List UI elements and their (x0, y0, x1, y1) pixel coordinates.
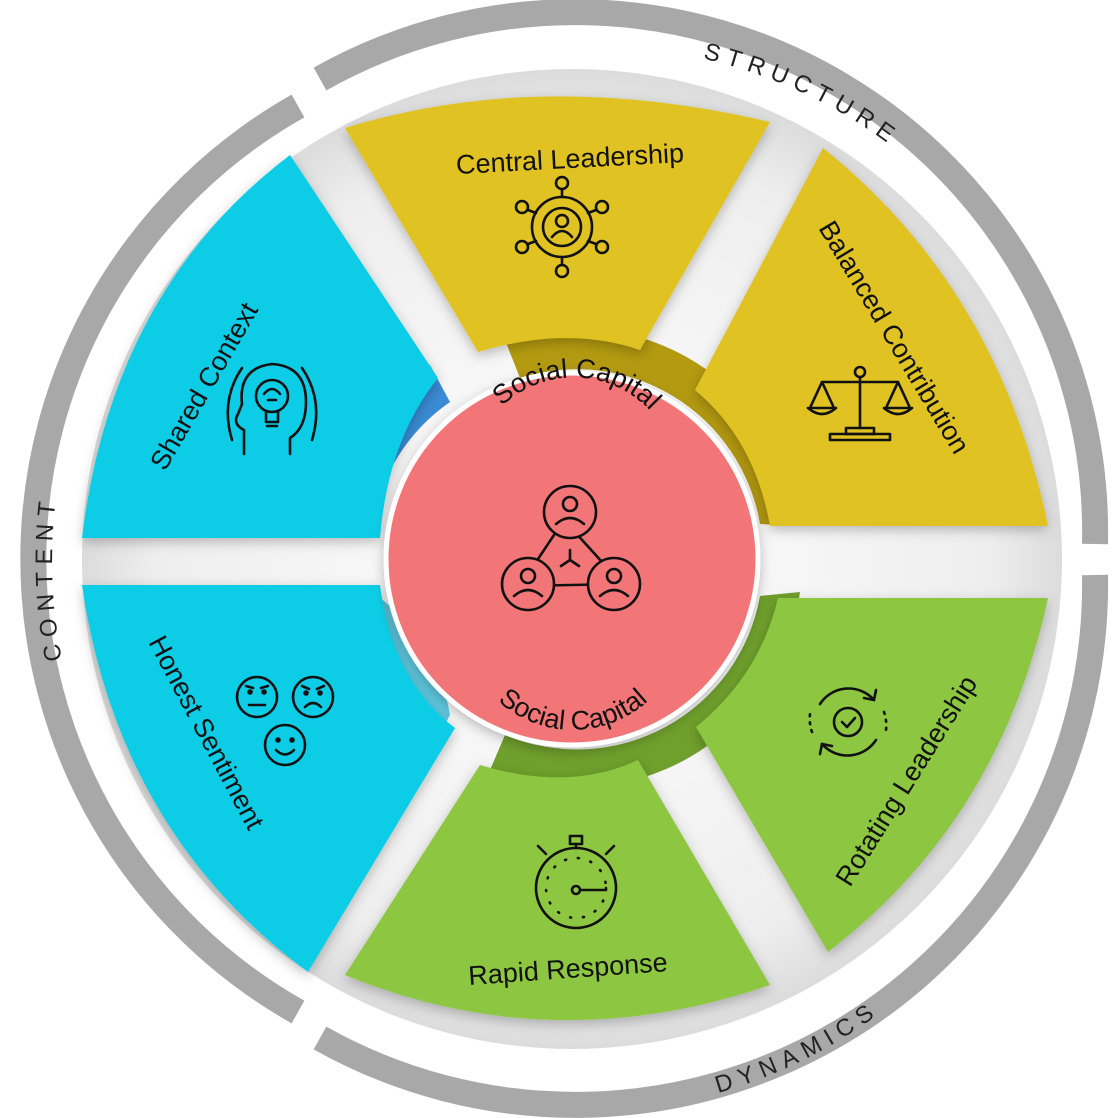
ring-arc-content (20, 94, 305, 1024)
segment-balanced-contribution[interactable] (695, 148, 1048, 526)
center-circle (383, 370, 761, 748)
outer-ring (20, 0, 1109, 1118)
ring-arc-dynamics (313, 574, 1109, 1118)
head-lightbulb-icon (226, 362, 318, 456)
segment-shared-context[interactable] (82, 155, 438, 538)
segment-rapid-response[interactable] (345, 760, 770, 1021)
segment-rotating-leadership[interactable] (696, 598, 1048, 952)
network-person-icon (514, 175, 610, 279)
segment-honest-sentiment[interactable] (82, 585, 455, 972)
people-triangle-icon (500, 484, 642, 612)
emoji-faces-icon (235, 675, 335, 767)
ring-arc-structure (313, 0, 1109, 545)
rotate-check-icon (808, 687, 888, 757)
stopwatch-icon (534, 834, 618, 930)
balance-scale-icon (806, 365, 914, 442)
